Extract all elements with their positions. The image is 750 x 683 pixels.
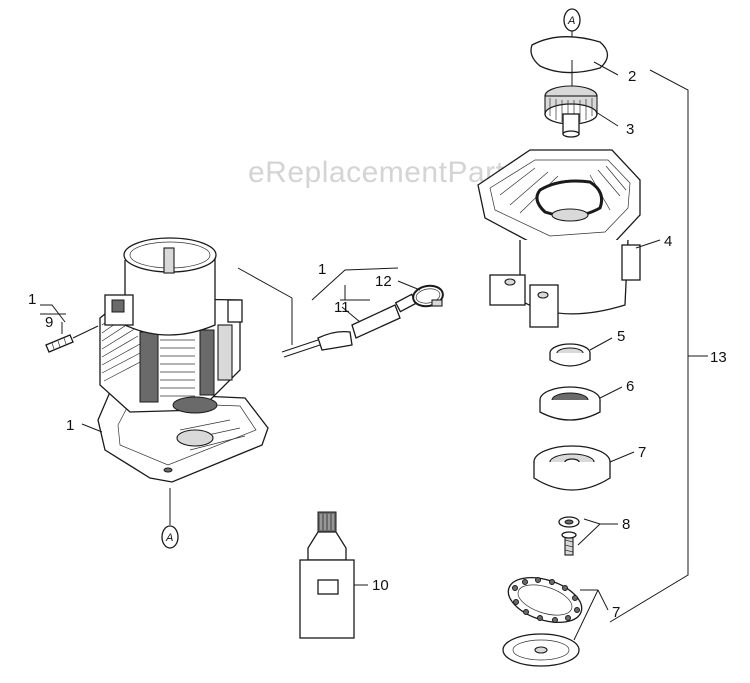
callout-6: 6 (626, 378, 634, 395)
part-12-clamp (412, 284, 444, 308)
callout-13: 13 (710, 349, 727, 366)
callout-8: 8 (622, 516, 630, 533)
part-1-motor (97, 237, 269, 483)
part-7-upper-flange (533, 445, 611, 491)
part-9-brush (45, 325, 99, 353)
callout-11: 11 (334, 299, 350, 316)
callout-1-motor: 1 (66, 417, 74, 434)
part-7-lower-cage-disc (502, 576, 583, 667)
callout-12: 12 (375, 273, 392, 290)
part-5-seal (549, 343, 591, 367)
callout-lines-left (40, 304, 103, 433)
callout-9: 9 (45, 314, 53, 331)
callout-7-upper: 7 (638, 444, 646, 461)
callout-1-cable-group: 1 (318, 261, 326, 278)
reference-marker-bottom-label: A (165, 532, 173, 544)
callout-10: 10 (372, 577, 389, 594)
reference-marker-top-label: A (567, 15, 575, 27)
leader-motor-cable (237, 267, 293, 299)
callout-7-lower: 7 (612, 604, 620, 621)
callout-lines-right (573, 61, 708, 641)
part-8-washer-screw (558, 516, 580, 556)
callout-2: 2 (628, 68, 636, 85)
callout-1-brush-group: 1 (28, 291, 36, 308)
callout-5: 5 (617, 328, 625, 345)
part-3-gear (544, 85, 598, 138)
callout-3: 3 (626, 121, 634, 138)
part-10-oil-bottle (299, 511, 355, 639)
callout-4: 4 (664, 233, 672, 250)
part-6-bearing (539, 386, 601, 421)
part-4-housing (477, 149, 641, 328)
part-2-cover (530, 36, 609, 80)
part-11-cable (281, 293, 418, 358)
reference-marker-bottom: A (161, 488, 179, 549)
callout-lines-11-12 (311, 267, 421, 323)
